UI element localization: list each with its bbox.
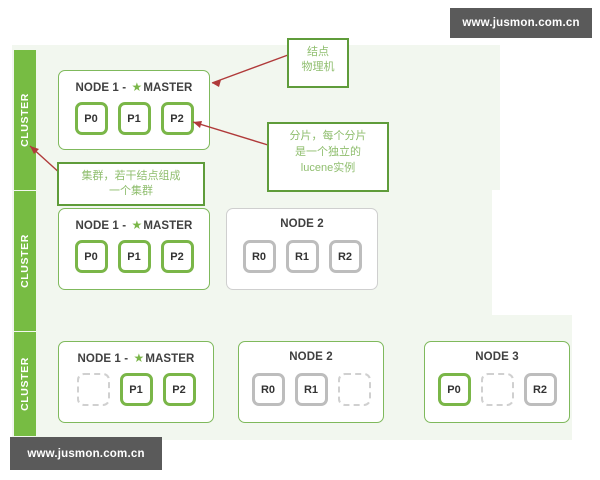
shard-row: P0 P1 P2 (59, 240, 209, 273)
shard-row: R0 R1 (239, 373, 383, 406)
callout-shard-note-line1: 分片，每个分片 (289, 129, 367, 142)
node-title-role: MASTER (143, 82, 193, 94)
shard-row: P0 P1 P2 (59, 102, 209, 135)
master-star-icon: ★ (131, 218, 143, 232)
master-star-icon: ★ (131, 80, 143, 94)
callout-node-note-line1: 结点 (307, 45, 329, 58)
shard-r1: R1 (294, 373, 328, 406)
background-notch-top-right (500, 45, 572, 190)
shard-r0: R0 (242, 240, 276, 273)
callout-shard-note-line2: 是一个独立的 (295, 145, 361, 158)
cluster-bar-label: CLUSTER (19, 234, 32, 288)
cluster-bar-row-2: CLUSTER (14, 191, 36, 331)
node-title: NODE 2 (239, 351, 383, 363)
node-title-main: NODE 1 - (75, 220, 130, 232)
cluster-bar-row-3: CLUSTER (14, 332, 36, 436)
node-title-main: NODE 3 (475, 351, 519, 363)
watermark-top: www.jusmon.com.cn (450, 8, 592, 38)
cluster-bar-label: CLUSTER (19, 93, 32, 147)
callout-cluster-note-line2: 一个集群 (109, 184, 153, 197)
callout-node-note-line2: 物理机 (301, 60, 335, 73)
shard-empty-slot (480, 373, 514, 406)
shard-p0: P0 (74, 240, 108, 273)
node-title-main: NODE 1 - (75, 82, 130, 94)
node-title-main: NODE 1 - (77, 353, 132, 365)
shard-r1: R1 (285, 240, 319, 273)
master-star-icon: ★ (133, 351, 145, 365)
node-box-row2-node1: NODE 1 - ★MASTER P0 P1 P2 (58, 208, 210, 290)
shard-p2: P2 (160, 240, 194, 273)
shard-p2: P2 (160, 102, 194, 135)
node-title-role: MASTER (143, 220, 193, 232)
callout-shard-note-line3: lucene实例 (269, 160, 387, 176)
shard-p0: P0 (437, 373, 471, 406)
node-box-row3-node2: NODE 2 R0 R1 (238, 341, 384, 423)
node-box-row2-node2: NODE 2 R0 R1 R2 (226, 208, 378, 290)
node-title-main: NODE 2 (280, 218, 324, 230)
node-title: NODE 3 (425, 351, 569, 363)
node-box-row3-node3: NODE 3 P0 R2 (424, 341, 570, 423)
background-notch-mid-right (492, 190, 572, 315)
callout-shard-note-lucene: lucene (300, 162, 334, 174)
shard-p0: P0 (74, 102, 108, 135)
shard-p1: P1 (117, 240, 151, 273)
node-title-main: NODE 2 (289, 351, 333, 363)
shard-r2: R2 (523, 373, 557, 406)
callout-node-note: 结点 物理机 (287, 38, 349, 88)
node-box-row1-node1: NODE 1 - ★MASTER P0 P1 P2 (58, 70, 210, 150)
node-title: NODE 1 - ★MASTER (59, 351, 213, 365)
shard-empty-slot (337, 373, 371, 406)
shard-empty-slot (76, 373, 110, 406)
shard-p2: P2 (162, 373, 196, 406)
callout-shard-note: 分片，每个分片 是一个独立的 lucene实例 (267, 122, 389, 192)
shard-row: P1 P2 (59, 373, 213, 406)
shard-r0: R0 (251, 373, 285, 406)
node-title: NODE 1 - ★MASTER (59, 80, 209, 94)
shard-p1: P1 (117, 102, 151, 135)
node-title-role: MASTER (145, 353, 195, 365)
callout-cluster-note: 集群，若干结点组成 一个集群 (57, 162, 205, 206)
shard-p1: P1 (119, 373, 153, 406)
cluster-bar-row-1: CLUSTER (14, 50, 36, 190)
node-title: NODE 2 (227, 218, 377, 230)
callout-shard-note-instance: 实例 (333, 161, 356, 174)
node-title: NODE 1 - ★MASTER (59, 218, 209, 232)
cluster-bar-label: CLUSTER (19, 357, 32, 411)
callout-cluster-note-line1: 集群，若干结点组成 (81, 169, 181, 182)
watermark-bottom: www.jusmon.com.cn (10, 437, 162, 470)
shard-row: R0 R1 R2 (227, 240, 377, 273)
node-box-row3-node1: NODE 1 - ★MASTER P1 P2 (58, 341, 214, 423)
shard-r2: R2 (328, 240, 362, 273)
shard-row: P0 R2 (425, 373, 569, 406)
